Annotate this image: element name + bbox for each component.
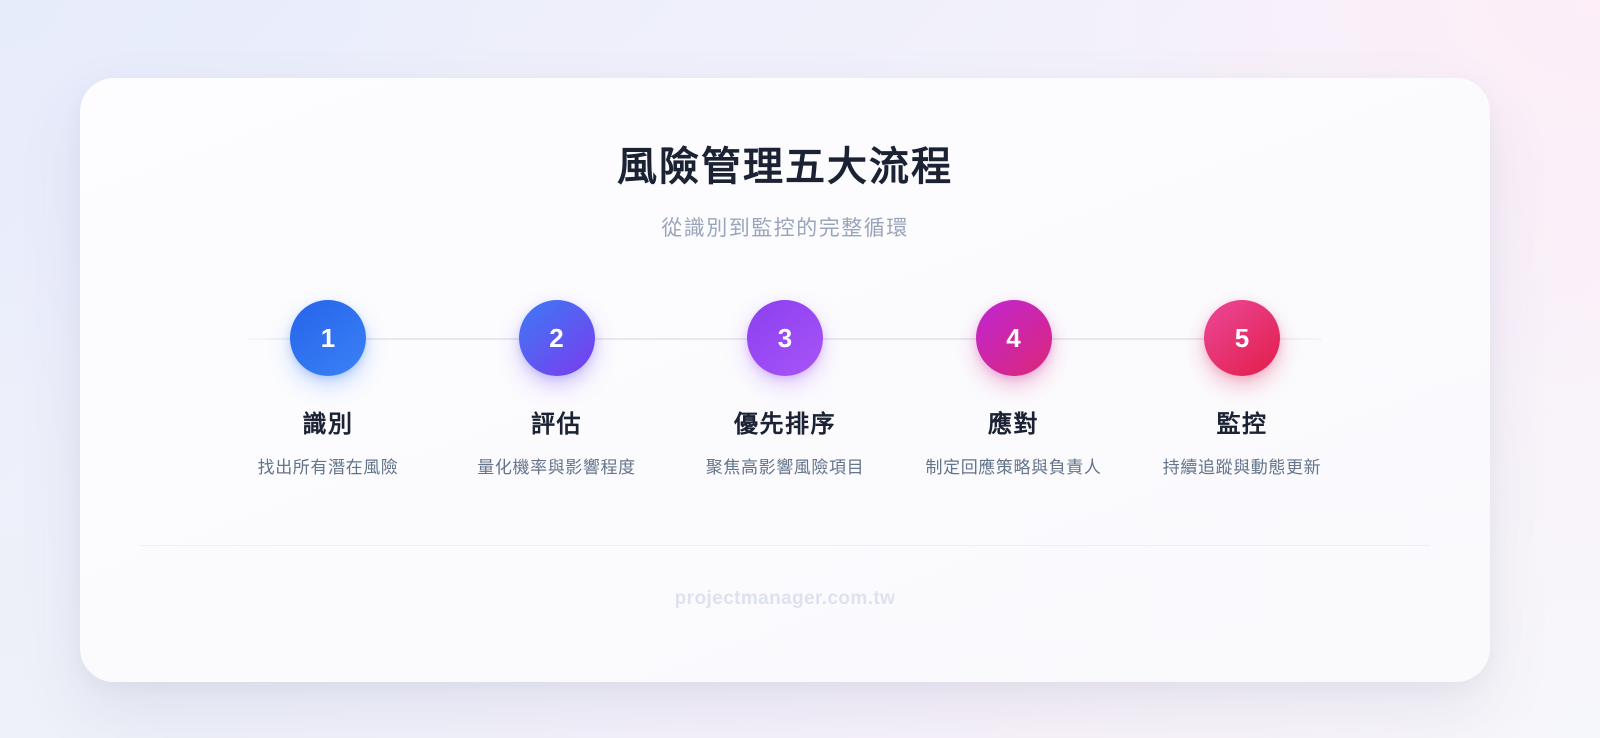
step-description-4: 制定回應策略與負責人 [925, 458, 1102, 477]
step-description-2: 量化機率與影響程度 [477, 458, 636, 477]
page-title: 風險管理五大流程 [617, 145, 953, 189]
step-description-3: 聚焦高影響風險項目 [705, 458, 865, 477]
step-title-1: 識別 [302, 411, 354, 438]
step-number-badge-1: 1 [290, 300, 366, 376]
page-subtitle: 從識別到監控的完整循環 [661, 217, 909, 240]
step-description-1: 找出所有潛在風險 [257, 458, 399, 477]
step-number-badge-5: 5 [1204, 300, 1280, 376]
step-title-2: 評估 [531, 411, 582, 438]
infographic-card: 風險管理五大流程 從識別到監控的完整循環 1 識別 找出所有潛在風險 2 評估 … [80, 78, 1490, 682]
step-item-4[interactable]: 4 應對 制定回應策略與負責人 [904, 300, 1124, 478]
step-item-2[interactable]: 2 評估 量化機率與影響程度 [447, 300, 667, 478]
step-number-badge-2: 2 [518, 300, 595, 376]
step-number-badge-3: 3 [747, 300, 823, 376]
step-title-3: 優先排序 [734, 411, 836, 438]
step-title-4: 應對 [988, 411, 1039, 438]
process-steps-section: 1 識別 找出所有潛在風險 2 評估 量化機率與影響程度 3 優先排序 聚焦高影… [80, 300, 1490, 500]
step-description-5: 持續追蹤與動態更新 [1162, 458, 1322, 477]
footer-site-label: projectmanager.com.tw [674, 588, 896, 609]
step-title-5: 監控 [1216, 411, 1268, 438]
step-item-5[interactable]: 5 監控 持續追蹤與動態更新 [1132, 300, 1352, 478]
step-number-badge-4: 4 [975, 300, 1052, 376]
footer-divider [140, 545, 1430, 546]
step-item-3[interactable]: 3 優先排序 聚焦高影響風險項目 [675, 300, 895, 478]
card-header: 風險管理五大流程 從識別到監控的完整循環 [80, 78, 1490, 242]
step-list: 1 識別 找出所有潛在風險 2 評估 量化機率與影響程度 3 優先排序 聚焦高影… [80, 300, 1490, 478]
step-item-1[interactable]: 1 識別 找出所有潛在風險 [218, 300, 438, 478]
